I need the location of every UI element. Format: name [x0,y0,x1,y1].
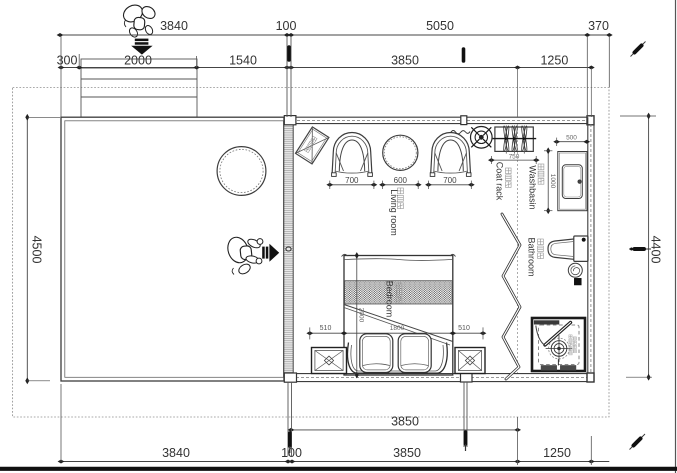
svg-text:700: 700 [345,176,359,185]
svg-text:5050: 5050 [426,19,454,33]
svg-text:Bedroom: Bedroom [385,281,395,318]
svg-text:Living room: Living room [389,189,399,236]
svg-text:300: 300 [57,53,78,67]
svg-text:600: 600 [394,176,408,185]
svg-text:Bathroom: Bathroom [527,237,537,276]
svg-text:3850: 3850 [391,53,419,67]
svg-text:3850: 3850 [393,446,421,460]
svg-text:3840: 3840 [162,446,190,460]
svg-text:510: 510 [458,325,470,332]
svg-text:700: 700 [443,176,457,185]
svg-text:3850: 3850 [391,414,419,428]
svg-text:500: 500 [566,135,577,142]
svg-text:510: 510 [320,325,332,332]
svg-text:1250: 1250 [540,53,568,67]
svg-text:1250: 1250 [543,446,571,460]
svg-text:4500: 4500 [30,236,44,264]
svg-text:2000: 2000 [124,53,152,67]
svg-text:2000: 2000 [358,308,365,323]
svg-text:1800: 1800 [390,325,405,332]
svg-text:1000: 1000 [549,174,556,189]
svg-text:Coat rack: Coat rack [495,162,505,201]
svg-text:370: 370 [588,19,609,33]
svg-text:4400: 4400 [649,236,663,264]
svg-text:100: 100 [276,19,297,33]
svg-text:3840: 3840 [160,19,188,33]
svg-text:1540: 1540 [229,53,257,67]
svg-text:750: 750 [509,154,520,161]
svg-text:Washbasin: Washbasin [528,165,538,209]
